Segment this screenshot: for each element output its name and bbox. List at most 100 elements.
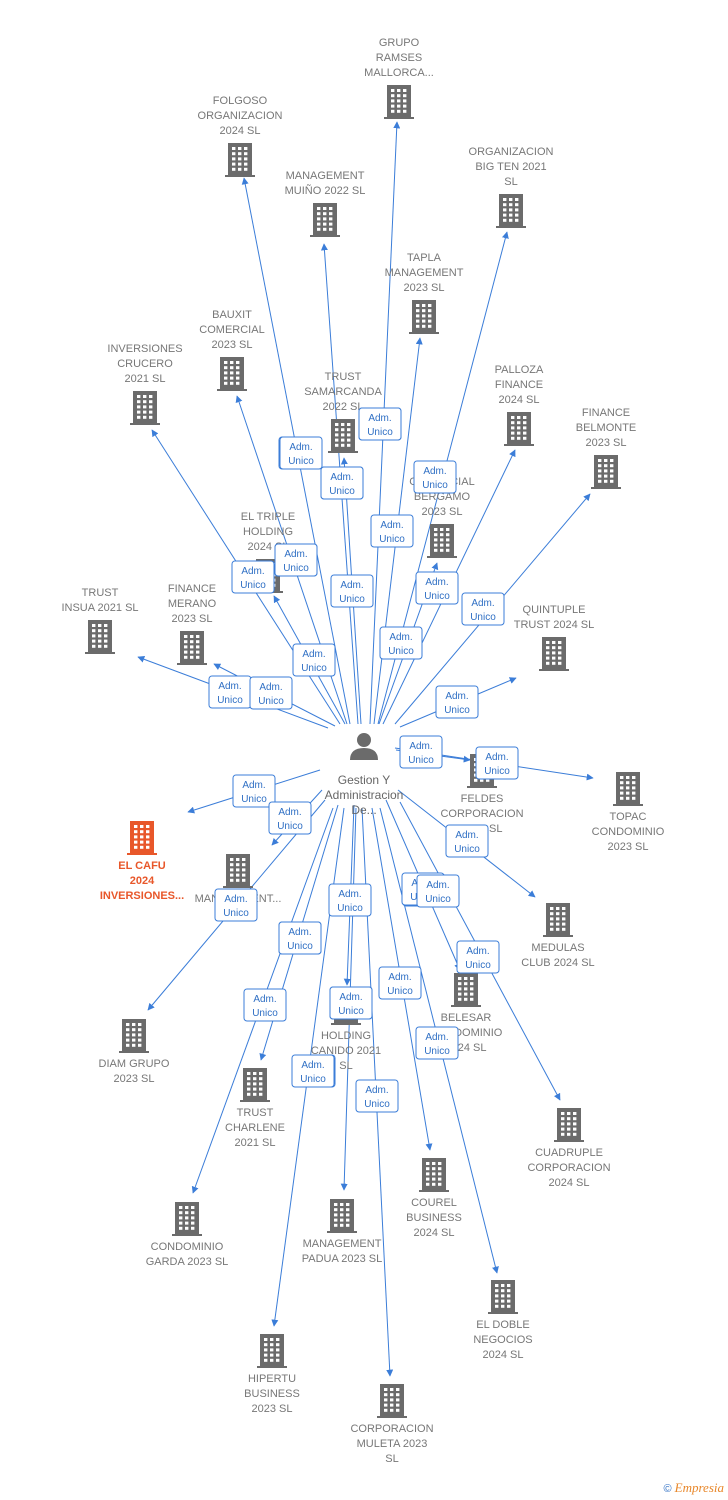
company-label: EL TRIPLE [241, 511, 295, 523]
role-badge[interactable]: Adm.Unico [358, 407, 402, 441]
role-badge[interactable]: Adm.Unico [329, 986, 373, 1020]
role-badge[interactable]: Adm.Unico [292, 643, 336, 677]
role-badge[interactable]: Adm.Unico [475, 746, 519, 780]
building-icon [543, 903, 573, 937]
role-badge[interactable]: Adm.Unico [278, 921, 322, 955]
role-badge[interactable]: Adm.Unico [355, 1079, 399, 1113]
company-label: PADUA 2023 SL [302, 1253, 383, 1265]
footer-brand[interactable]: © Empresia [663, 1480, 724, 1496]
company-label: COUREL [411, 1197, 457, 1209]
company-label: MULETA 2023 [357, 1438, 428, 1450]
role-badge[interactable]: Adm.Unico [243, 988, 287, 1022]
badge-line-1: Adm. [302, 649, 325, 660]
role-badge[interactable]: Adm.Unico [456, 940, 500, 974]
company-node-el-cafu-2024[interactable]: EL CAFU2024INVERSIONES... [100, 821, 184, 902]
building-icon [427, 524, 457, 558]
role-badge[interactable]: Adm.Unico [320, 466, 364, 500]
building-icon [496, 194, 526, 228]
role-badge[interactable]: Adm. Unico [415, 571, 459, 605]
company-node-grupo-ramses-mallorca[interactable]: GRUPORAMSESMALLORCA... [364, 37, 434, 119]
company-label: 2024 SL [220, 125, 261, 137]
badge-line-2: Unico [338, 1006, 364, 1017]
building-icon [377, 1384, 407, 1418]
badge-line-1: Adm. [365, 1085, 388, 1096]
badge-line-1: Adm. [242, 780, 265, 791]
role-badge[interactable]: Adm.Unico [268, 801, 312, 835]
role-badge[interactable]: Adm.Unico [399, 735, 443, 769]
badge-line-1: Adm. [423, 466, 446, 477]
building-icon [554, 1108, 584, 1142]
role-badge[interactable]: Adm.Unico [379, 626, 423, 660]
company-label: 2021 SL [125, 373, 166, 385]
badge-line-1: Adm. [218, 681, 241, 692]
copyright-symbol: © [663, 1483, 672, 1495]
role-badge[interactable]: Adm.Unico [416, 874, 460, 908]
company-label: CORPORACION [527, 1162, 610, 1174]
role-badge[interactable]: Adm.Unico [208, 675, 252, 709]
role-badge[interactable]: Adm.Unico [291, 1054, 335, 1088]
role-badge[interactable]: Adm.Unico [330, 574, 374, 608]
role-badge[interactable]: Adm.Unico [274, 543, 318, 577]
company-label: TRUST [325, 371, 362, 383]
building-icon [223, 854, 253, 888]
company-label: 2023 SL [404, 282, 445, 294]
role-badge[interactable]: Adm.Unico [370, 514, 414, 548]
center-label: Administracion [325, 788, 404, 802]
building-icon [130, 391, 160, 425]
company-label: 2024 SL [549, 1177, 590, 1189]
role-badge[interactable]: Adm.Unico [445, 824, 489, 858]
company-label: TOPAC [610, 811, 647, 823]
company-node-comercial-bergamo[interactable]: COMERCIALBERGAMO2023 SL [409, 476, 475, 558]
badge-line-2: Unico [287, 941, 313, 952]
company-label: CLUB 2024 SL [521, 957, 594, 969]
role-badge[interactable]: Adm.Unico [328, 883, 372, 917]
role-badge[interactable]: Adm.Unico [249, 676, 293, 710]
company-label: INVERSIONES [107, 343, 182, 355]
badge-line-2: Unico [424, 591, 450, 602]
badge-line-1: Adm. [425, 577, 448, 588]
center-label: De... [351, 803, 376, 817]
role-badge[interactable]: Adm.Unico [279, 436, 323, 470]
company-label: INVERSIONES... [100, 890, 184, 902]
badge-line-2: Unico [425, 894, 451, 905]
badge-line-1: Adm. [241, 566, 264, 577]
role-badge[interactable]: Adm.Unico [461, 592, 505, 626]
building-icon [327, 1199, 357, 1233]
role-badge[interactable]: Adm.Unico [415, 1026, 459, 1060]
role-badge[interactable]: Adm.Unico [435, 685, 479, 719]
brand-name: Empresia [674, 1480, 724, 1495]
role-badge[interactable]: Adm.Unico [214, 888, 258, 922]
role-badge[interactable]: Adm.Unico [413, 460, 457, 494]
role-badge[interactable]: Adm.Unico [378, 966, 422, 1000]
center-node[interactable]: Gestion YAdministracionDe... [325, 733, 404, 817]
company-label: FINANCE [168, 583, 216, 595]
role-badge[interactable]: Adm.Unico [232, 774, 276, 808]
company-label: CANIDO 2021 [311, 1045, 381, 1057]
role-badge[interactable]: Adm.Unico [231, 560, 275, 594]
company-label: 2024 [130, 875, 155, 887]
building-icon [328, 419, 358, 453]
